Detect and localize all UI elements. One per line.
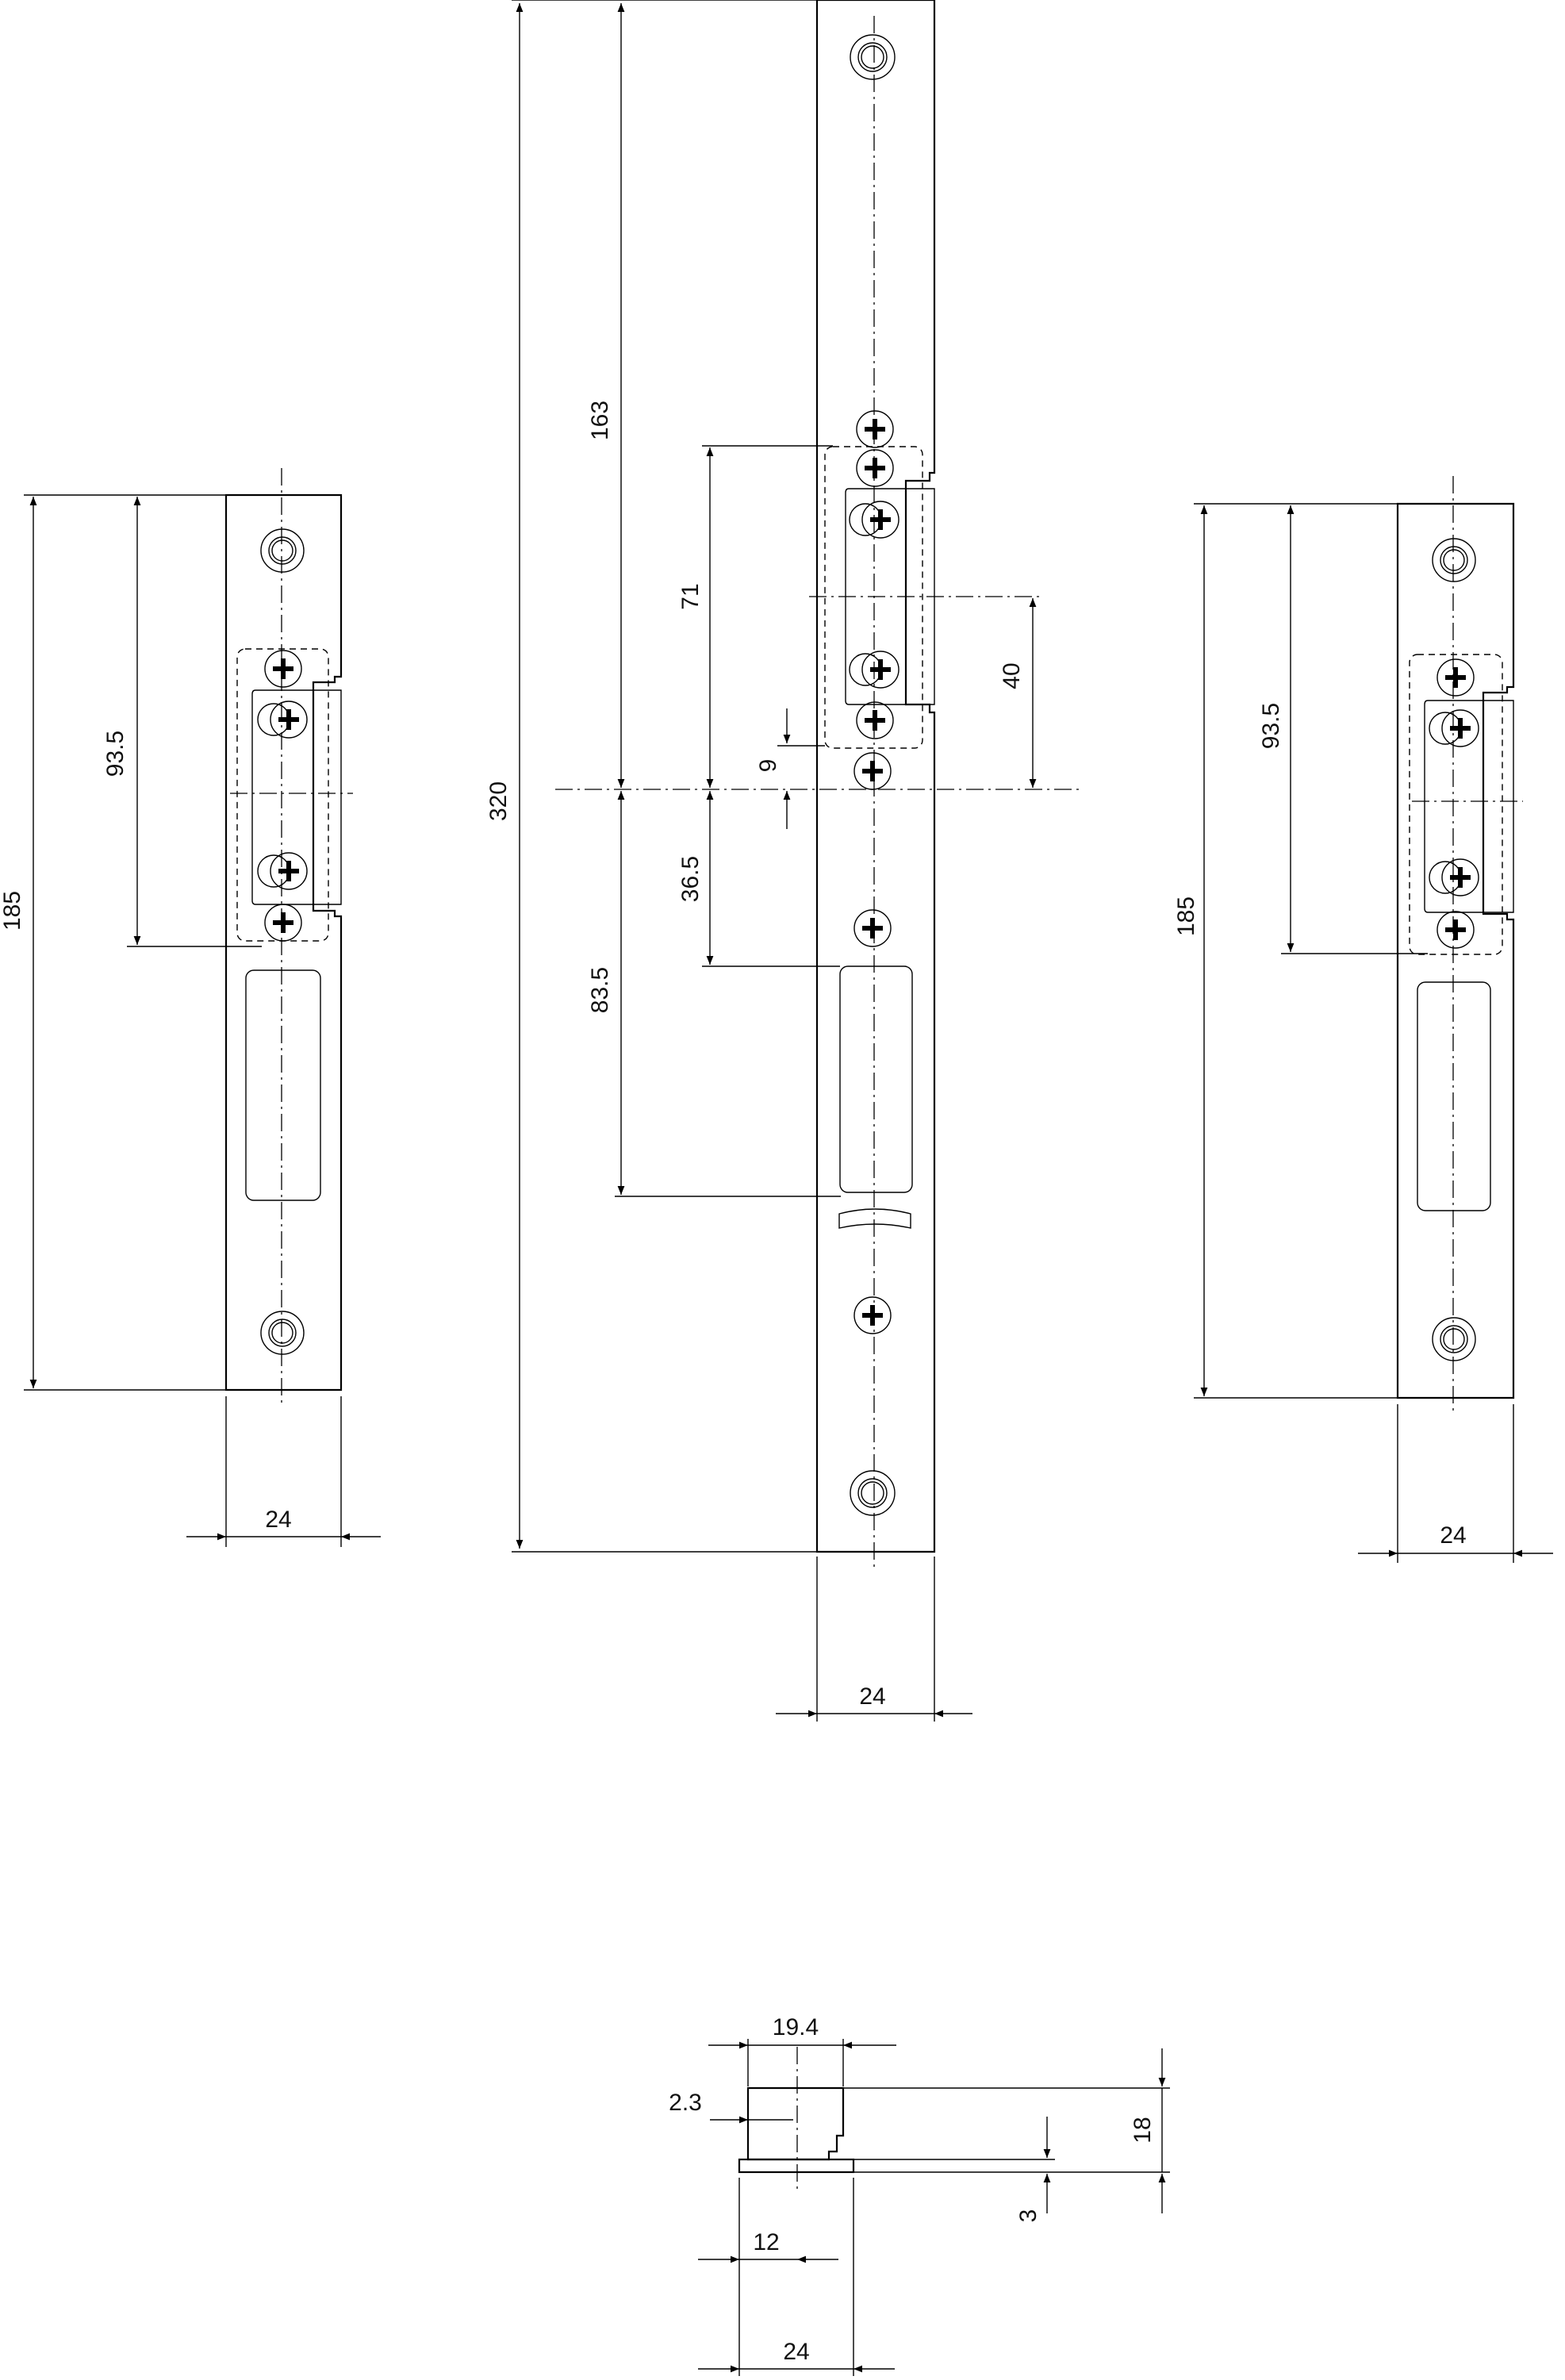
screw-icon	[257, 701, 308, 739]
dimension-label: 19.4	[773, 2014, 819, 2040]
dimension-label: 18	[1130, 2117, 1156, 2143]
screw-icon	[264, 650, 302, 688]
dimension-label: 24	[265, 1507, 291, 1533]
screw-icon	[1437, 658, 1475, 697]
screw-hole-top-icon	[260, 528, 305, 573]
screw-icon	[1429, 858, 1479, 896]
left-strike-plate: 185 93.5 24	[0, 468, 381, 1547]
screw-icon	[853, 752, 892, 790]
dimension-label: 24	[1440, 1522, 1466, 1549]
screw-icon	[849, 501, 899, 539]
dimension-label: 83.5	[587, 967, 613, 1013]
dimension-label: 3	[1015, 2209, 1041, 2223]
middle-strike-plate: 320 163 71 9 40 36.5 83.5 24	[485, 0, 1083, 1722]
screw-icon	[257, 852, 308, 890]
screw-icon	[856, 701, 894, 739]
dimension-label: 93.5	[102, 731, 128, 777]
screw-icon	[849, 651, 899, 689]
dimension-label: 71	[677, 583, 704, 609]
screw-icon	[1429, 709, 1479, 747]
dimension-label: 40	[999, 662, 1025, 689]
dimension-label: 185	[0, 891, 25, 931]
screw-hole-bottom-icon	[260, 1311, 305, 1355]
dimension-label: 36.5	[677, 856, 704, 902]
dimension-label: 185	[1173, 896, 1199, 936]
screw-icon	[856, 449, 894, 487]
dimension-label: 320	[485, 781, 512, 821]
dimension-label: 9	[755, 759, 781, 773]
screw-icon	[853, 909, 892, 947]
right-strike-plate: 185 93.5 24	[1173, 476, 1553, 1563]
cross-section-view: 19.4 2.3 18 3 12 24	[669, 2014, 1170, 2376]
screw-hole-top-icon	[1432, 538, 1476, 582]
screw-hole-bottom-icon	[850, 1470, 896, 1516]
dimension-label: 2.3	[669, 2090, 702, 2116]
screw-hole-bottom-icon	[1432, 1317, 1476, 1361]
screw-icon	[853, 1296, 892, 1334]
dimension-label: 12	[753, 2229, 779, 2255]
screw-icon	[1437, 911, 1475, 949]
dimension-label: 24	[783, 2339, 809, 2365]
dimension-label: 93.5	[1258, 703, 1284, 749]
dimension-label: 163	[587, 401, 613, 440]
dimension-label: 24	[859, 1683, 885, 1710]
screw-icon	[856, 410, 894, 448]
screw-icon	[264, 904, 302, 942]
screw-hole-top-icon	[850, 34, 896, 80]
